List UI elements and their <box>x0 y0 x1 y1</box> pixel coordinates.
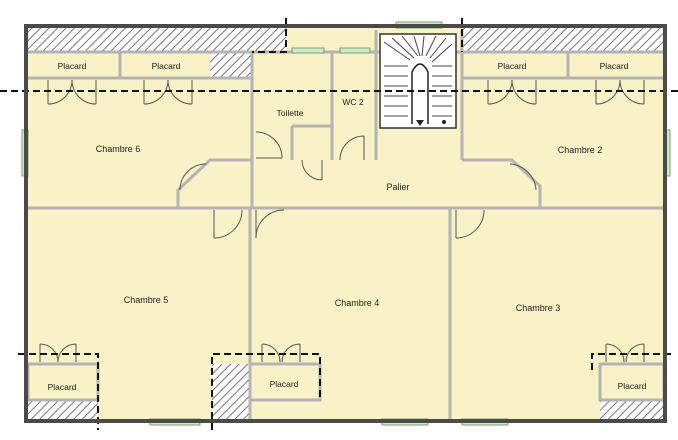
label-chambre-5: Chambre 5 <box>124 295 169 305</box>
cut-lines <box>0 18 678 430</box>
label-chambre-6: Chambre 6 <box>96 144 141 154</box>
label-placard-bottom-right: Placard <box>618 381 647 391</box>
exterior-walls <box>24 24 667 423</box>
label-palier: Palier <box>386 182 409 192</box>
label-placard-top-right-2: Placard <box>600 61 629 71</box>
closet-labels: Placard Placard Placard Placard Placard … <box>48 61 647 392</box>
label-chambre-2: Chambre 2 <box>558 145 603 155</box>
label-chambre-3: Chambre 3 <box>516 303 561 313</box>
label-chambre-4: Chambre 4 <box>335 298 380 308</box>
room-labels: Chambre 6 Chambre 2 Chambre 5 Chambre 4 … <box>96 97 603 313</box>
staircase <box>379 33 457 129</box>
hatched-zones <box>28 28 664 420</box>
label-placard-top-right-1: Placard <box>498 61 527 71</box>
label-placard-bottom-left: Placard <box>48 382 77 392</box>
floor-area <box>26 26 665 421</box>
label-placard-top-left-1: Placard <box>58 61 87 71</box>
label-toilette: Toilette <box>277 108 304 118</box>
label-placard-top-left-2: Placard <box>152 61 181 71</box>
label-placard-bottom-center: Placard <box>270 379 299 389</box>
interior-partitions <box>26 30 666 420</box>
label-wc2: WC 2 <box>342 97 364 107</box>
